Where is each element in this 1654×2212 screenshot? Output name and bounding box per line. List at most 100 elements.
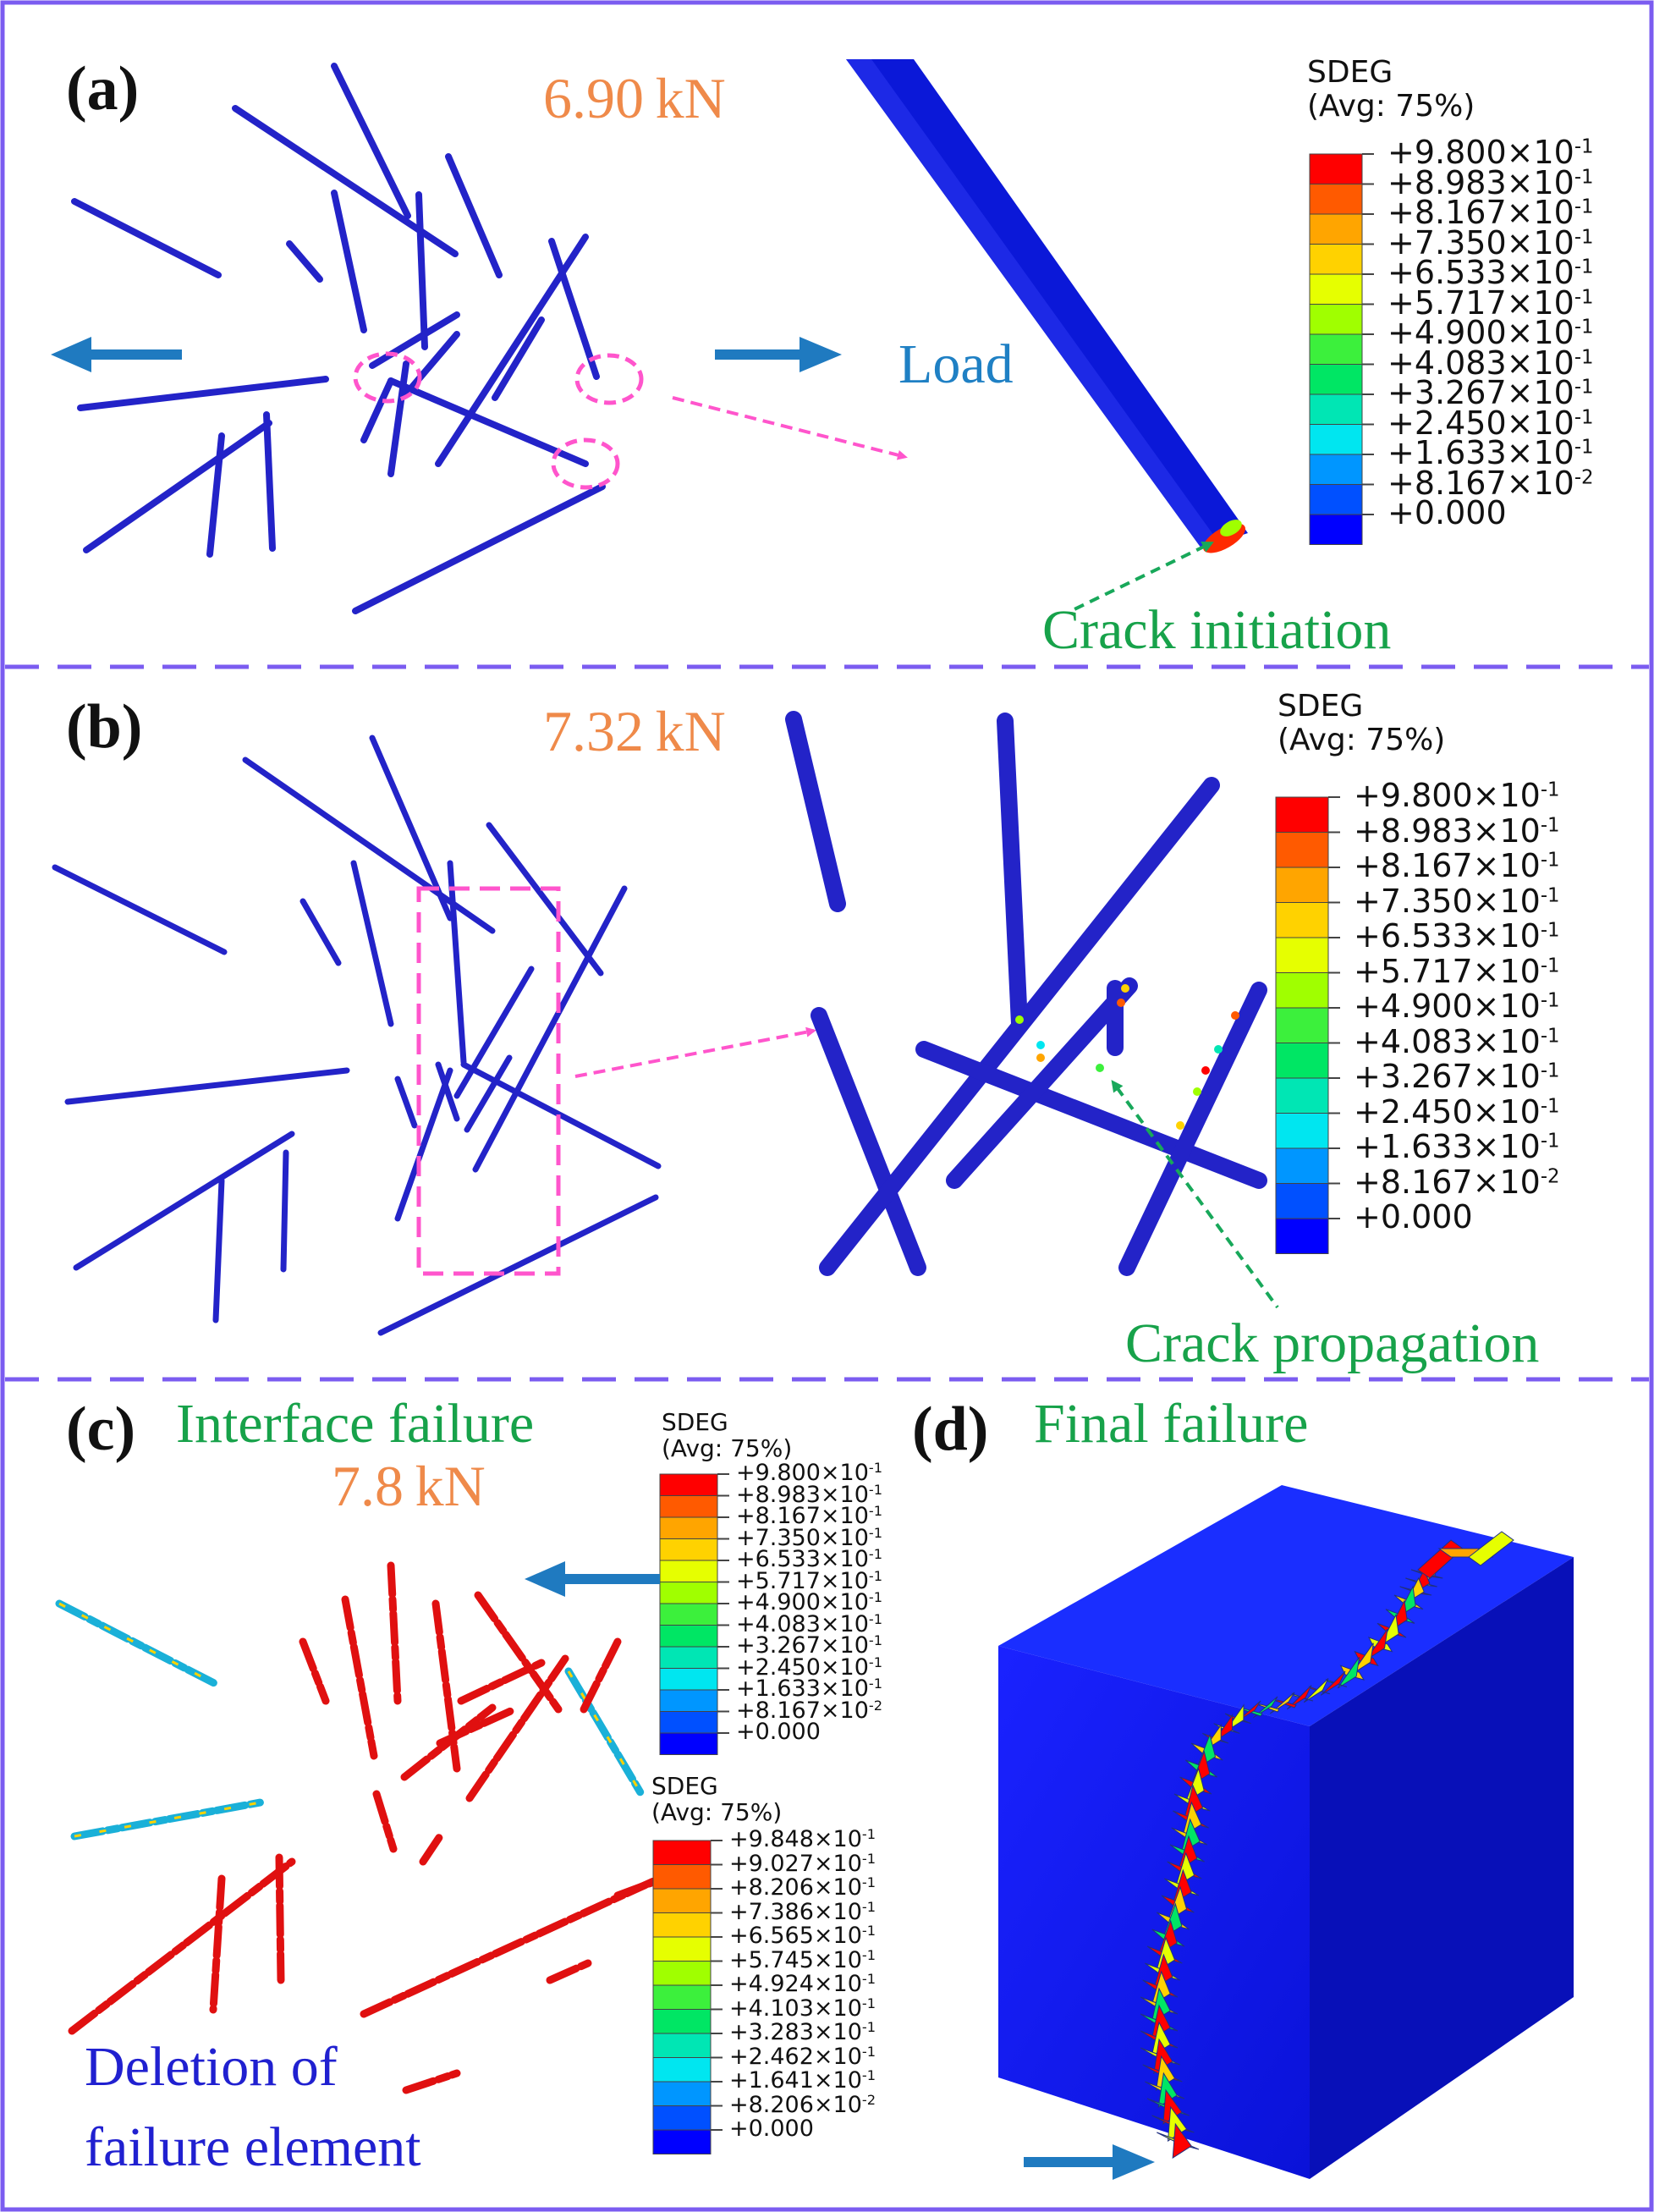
- legend-swatch: [1275, 937, 1329, 973]
- legend-swatch: [659, 1711, 718, 1734]
- damage-spot: [1176, 1121, 1184, 1130]
- crack-facet: [1320, 1670, 1346, 1696]
- fiber: [464, 1054, 513, 1133]
- fiber: [369, 311, 460, 369]
- legend-value: +9.848×10-1: [729, 1826, 876, 1853]
- damage-spot: [1201, 1066, 1210, 1075]
- fiber: [83, 420, 272, 553]
- legend-value: +1.641×10-1: [729, 2067, 876, 2094]
- crack-facet: [1303, 1677, 1329, 1703]
- legend-swatch: [652, 1888, 712, 1913]
- legend-swatch: [652, 2033, 712, 2058]
- legend-value: +8.167×10-1: [1354, 847, 1560, 885]
- fiber: [350, 860, 394, 1027]
- legend-value: +3.283×10-1: [729, 2019, 876, 2046]
- legend-value: +5.717×10-1: [1354, 952, 1560, 990]
- damage-spot: [1121, 984, 1129, 993]
- legend-swatch: [1275, 1113, 1329, 1149]
- fiber: [460, 1061, 662, 1169]
- panel-b-label: (b): [66, 692, 143, 762]
- fiber: [331, 190, 367, 333]
- legend-swatch: [1275, 1218, 1329, 1254]
- legend-value: +8.206×10-2: [729, 2091, 876, 2118]
- panel-b-legend-colorbar: [1275, 796, 1340, 1254]
- legend-value: +8.206×10-1: [729, 1874, 876, 1901]
- damaged-fiber: [580, 1637, 622, 1714]
- fiber: [394, 1076, 418, 1129]
- fiber: [486, 822, 604, 977]
- panel-b-zoom-box: [416, 886, 561, 1276]
- damaged-fiber: [564, 1667, 646, 1798]
- damaged-fiber-core: [74, 1801, 261, 1838]
- crack-facet: [1172, 2122, 1192, 2159]
- legend-value: +8.983×10-1: [1387, 163, 1594, 201]
- legend-swatch: [652, 2105, 712, 2131]
- legend-value: +4.083×10-1: [1354, 1022, 1560, 1060]
- legend-swatch: [1275, 902, 1329, 938]
- fiber: [71, 198, 222, 278]
- fiber: [73, 1131, 295, 1271]
- fiber: [445, 153, 503, 278]
- fiber: [360, 377, 394, 443]
- legend-value: +8.167×10-2: [1354, 1163, 1560, 1201]
- panel-a-legend-title: SDEG (Avg: 75%): [1307, 55, 1475, 124]
- crack-facet: [1468, 1531, 1514, 1566]
- panel-c-legend-colorbar-top: [659, 1473, 729, 1755]
- damaged-fiber: [436, 1705, 519, 1747]
- fiber: [447, 860, 467, 1065]
- legend-value: +9.027×10-1: [729, 1850, 876, 1877]
- legend-value: +1.633×10-1: [736, 1676, 883, 1703]
- fiber: [415, 191, 428, 350]
- legend-value: +5.745×10-1: [729, 1946, 876, 1973]
- panel-c-load-value: 7.8 kN: [332, 1454, 486, 1518]
- legend-swatch: [1309, 184, 1363, 215]
- legend-swatch: [1275, 1077, 1329, 1114]
- fiber: [331, 63, 411, 219]
- legend-value: +4.083×10-1: [1387, 344, 1594, 382]
- legend-swatch: [659, 1473, 718, 1496]
- legend-value: +4.083×10-1: [736, 1610, 883, 1637]
- damaged-fiber: [402, 2069, 461, 2094]
- legend-value: +4.103×10-1: [729, 1995, 876, 2022]
- legend-swatch: [1309, 333, 1363, 365]
- crack-facet: [1337, 1657, 1360, 1689]
- legend-swatch: [1309, 213, 1363, 245]
- legend-swatch: [659, 1603, 718, 1626]
- fiber: [286, 240, 323, 283]
- legend-value: +9.800×10-1: [736, 1460, 883, 1487]
- panel-a-zoomed-fiber: [846, 59, 1248, 553]
- legend-value: +0.000: [1354, 1198, 1473, 1236]
- fiber: [352, 483, 606, 614]
- crack-facet: [1286, 1685, 1312, 1710]
- legend-swatch: [1309, 364, 1363, 395]
- legend-swatch: [659, 1495, 718, 1518]
- fiber: [263, 411, 276, 552]
- legend-value: +5.717×10-1: [736, 1567, 883, 1594]
- panel-a-label: (a): [66, 54, 140, 124]
- fiber: [280, 1149, 289, 1273]
- panel-c-title: Interface failure: [176, 1393, 535, 1455]
- panel-a-crack-initiation-label: Crack initiation: [1042, 599, 1392, 661]
- legend-swatch: [1309, 153, 1363, 184]
- damaged-fiber: [546, 1959, 592, 1984]
- legend-swatch: [1275, 972, 1329, 1009]
- fiber: [915, 1041, 1267, 1189]
- panel-c-legend-colorbar-bottom: [652, 1840, 723, 2154]
- legend-value: +6.533×10-1: [736, 1546, 883, 1573]
- damage-spot: [1036, 1041, 1045, 1049]
- legend-value: +8.167×10-1: [736, 1503, 883, 1530]
- panel-a-fiber-network: [71, 63, 606, 614]
- legend-value: +4.924×10-1: [729, 1971, 876, 1998]
- damage-spot: [1015, 1015, 1024, 1024]
- panel-a-legend-colorbar: [1309, 153, 1374, 545]
- damaged-fiber: [299, 1637, 330, 1705]
- fiber: [64, 1067, 350, 1105]
- damaged-fiber: [341, 1595, 378, 1760]
- fiber: [387, 377, 589, 467]
- damaged-fiber: [419, 1832, 444, 1866]
- damaged-fiber: [387, 1561, 402, 1705]
- panel-b-crack-arrow: [1111, 1080, 1279, 1309]
- panel-c-arrow: [525, 1561, 660, 1597]
- legend-value: +6.533×10-1: [1354, 917, 1560, 955]
- legend-value: +3.267×10-1: [1354, 1058, 1560, 1096]
